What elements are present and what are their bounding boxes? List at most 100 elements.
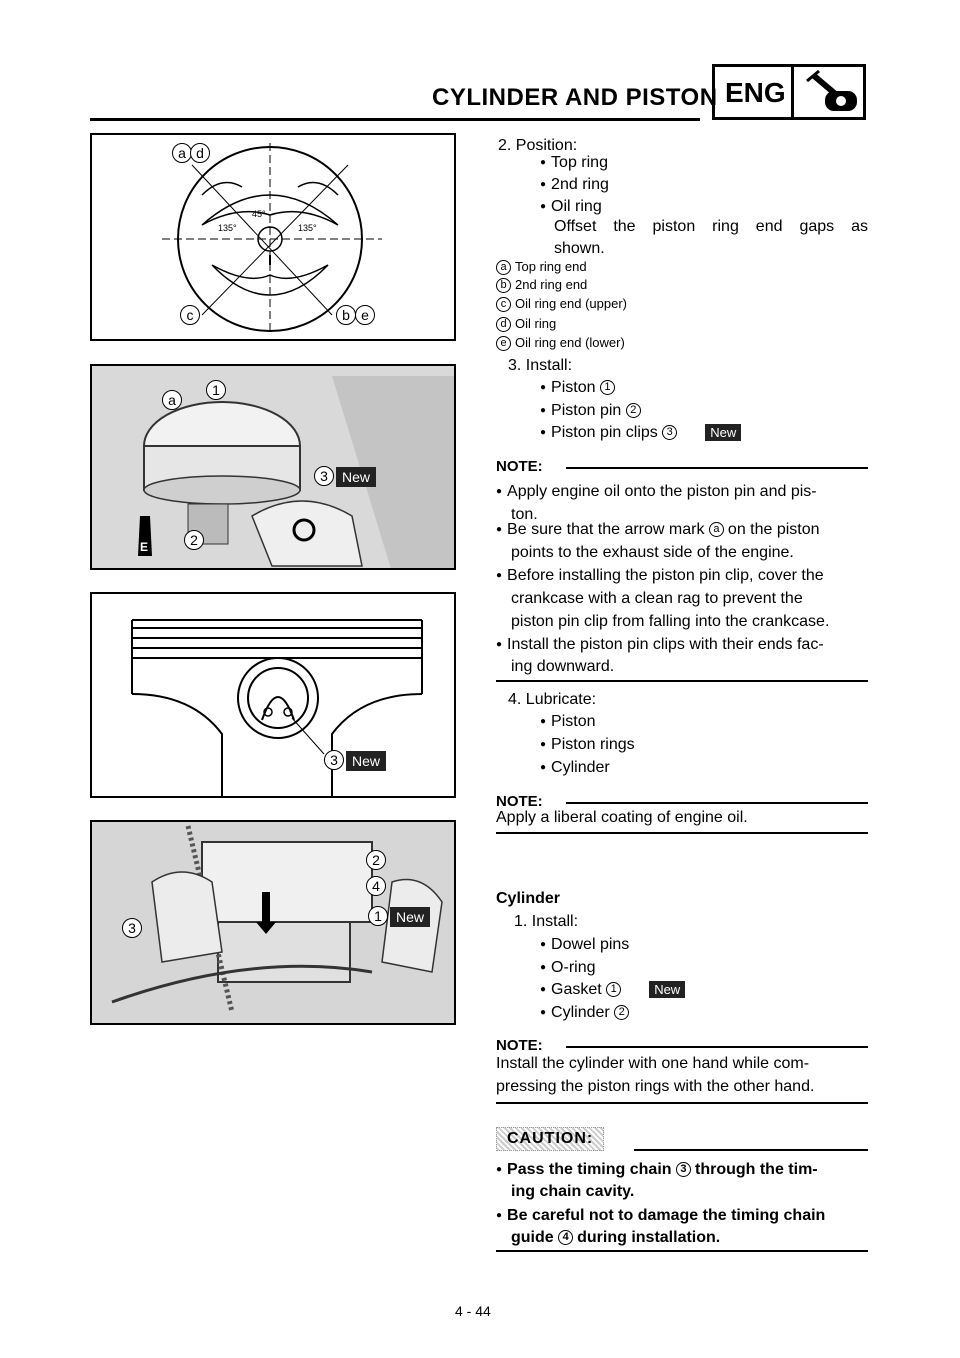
legend-key: e [496, 336, 511, 352]
item-label: Cylinder [551, 1004, 610, 1021]
section-heading: Cylinder [496, 890, 561, 907]
note-item: Install the piston pin clips with their … [496, 633, 824, 658]
ring-gap-diagram: a d c b e 45° 135° 135° [90, 133, 456, 341]
callout-4: 4 [366, 876, 386, 896]
caution-label: CAUTION: [496, 1127, 605, 1151]
header-rule [90, 118, 700, 121]
caution-text: guide [511, 1229, 554, 1246]
list-item: Top ring [540, 151, 608, 176]
item-ref: 3 [662, 425, 678, 441]
list-item: O-ring [540, 956, 595, 981]
legend-key: c [496, 297, 511, 313]
step-4-title: 4. Lubricate: [508, 691, 597, 708]
callout-2: 2 [184, 530, 204, 550]
list-item: Dowel pins [540, 933, 629, 958]
note-item-cont: piston pin clip from falling into the cr… [511, 613, 830, 630]
legend-item: b 2nd ring end [496, 276, 587, 294]
note-end-rule [496, 1102, 868, 1104]
page-number: 4 - 44 [455, 1303, 491, 1319]
callout-3: 3 [314, 466, 334, 486]
cylinder-install-photo: 2 4 1 New 3 [90, 820, 456, 1025]
new-tag: New [390, 907, 431, 927]
caution-text: through the tim- [694, 1161, 818, 1178]
note-rule [566, 802, 868, 804]
legend-value: Top ring end [515, 259, 587, 274]
cylinder-step-title: 1. Install: [514, 913, 579, 930]
badge-divider [791, 67, 794, 117]
list-item: Cylinder [540, 756, 610, 781]
legend-value: Oil ring end (upper) [515, 296, 627, 311]
legend-value: 2nd ring end [515, 277, 588, 292]
piston-pin-clip-drawing: 3 New [90, 592, 456, 798]
list-item: Piston [540, 710, 595, 735]
legend-key: d [496, 317, 511, 333]
piston-install-photo: 1 a 3 New 2 E [90, 364, 456, 570]
list-item: Piston pin 2 [540, 399, 645, 424]
item-ref: 1 [606, 982, 622, 998]
note-text: Apply a liberal coating of engine oil. [496, 809, 748, 826]
step-2-description: Offset the piston ring end gaps as [554, 215, 868, 238]
callout-1: 1 [368, 906, 388, 926]
item-label: Gasket [551, 981, 602, 998]
callout-c: c [180, 305, 200, 325]
new-tag: New [336, 467, 377, 487]
item-label: Piston pin clips [551, 424, 658, 441]
legend-item: a Top ring end [496, 258, 587, 276]
note-text: pressing the piston rings with the other… [496, 1078, 815, 1095]
list-item: Piston pin clips 3 New [540, 421, 742, 446]
caution-item-cont: ing chain cavity. [511, 1183, 635, 1200]
callout-2: 2 [366, 850, 386, 870]
callout-b: b [336, 305, 356, 325]
callout-3: 3 [324, 750, 344, 770]
cylinder-install-illustration [92, 822, 454, 1023]
callout-d: d [190, 143, 210, 163]
callout-e: e [355, 305, 375, 325]
caution-rule [634, 1149, 868, 1151]
note-text: on the piston [727, 521, 820, 538]
item-label: Piston [551, 379, 596, 396]
note-item: Apply engine oil onto the piston pin and… [496, 480, 817, 505]
legend-item: e Oil ring end (lower) [496, 334, 625, 352]
note-item: Before installing the piston pin clip, c… [496, 564, 824, 589]
callout-1: 1 [206, 380, 226, 400]
note-rule [566, 1046, 868, 1048]
piston-top-drawing [162, 143, 382, 335]
page-title: CYLINDER AND PISTON [432, 84, 718, 111]
note-text: Install the cylinder with one hand while… [496, 1055, 810, 1072]
piston-install-illustration [92, 366, 454, 568]
item-ref: 2 [625, 403, 641, 419]
engine-wrench-icon [806, 69, 857, 111]
item-ref: 2 [614, 1005, 630, 1021]
note-item-cont: ing downward. [511, 658, 615, 675]
note-rule [566, 467, 868, 469]
legend-key: b [496, 278, 511, 294]
caution-text: during installation. [577, 1229, 721, 1246]
list-item: Cylinder 2 [540, 1001, 633, 1026]
legend-key: a [496, 260, 511, 276]
angle-label-135-right: 135° [298, 223, 317, 233]
step-2-title: 2. Position: [498, 137, 578, 154]
legend-item: c Oil ring end (upper) [496, 295, 627, 313]
angle-label-135-left: 135° [218, 223, 237, 233]
section-badge: ENG [712, 64, 866, 120]
note-item-cont: crankcase with a clean rag to prevent th… [511, 590, 803, 607]
note-label: NOTE: [496, 458, 543, 475]
legend-value: Oil ring end (lower) [515, 335, 625, 350]
note-item: Be sure that the arrow mark aon the pist… [496, 518, 820, 543]
legend-item: d Oil ring [496, 315, 556, 333]
caution-text: Pass the timing chain [507, 1161, 672, 1178]
new-tag: New [705, 424, 742, 441]
legend-value: Oil ring [515, 316, 557, 331]
note-end-rule [496, 832, 868, 834]
list-item: Oil ring [540, 195, 602, 220]
section-label: ENG [725, 77, 786, 108]
callout-a: a [162, 390, 182, 410]
chain-guide-ref: 4 [558, 1230, 574, 1246]
timing-chain-ref: 3 [675, 1162, 691, 1178]
caution-end-rule [496, 1250, 868, 1252]
caution-item: Be careful not to damage the timing chai… [496, 1204, 825, 1229]
list-item: Piston 1 [540, 376, 619, 401]
angle-label-45: 45° [252, 209, 266, 219]
